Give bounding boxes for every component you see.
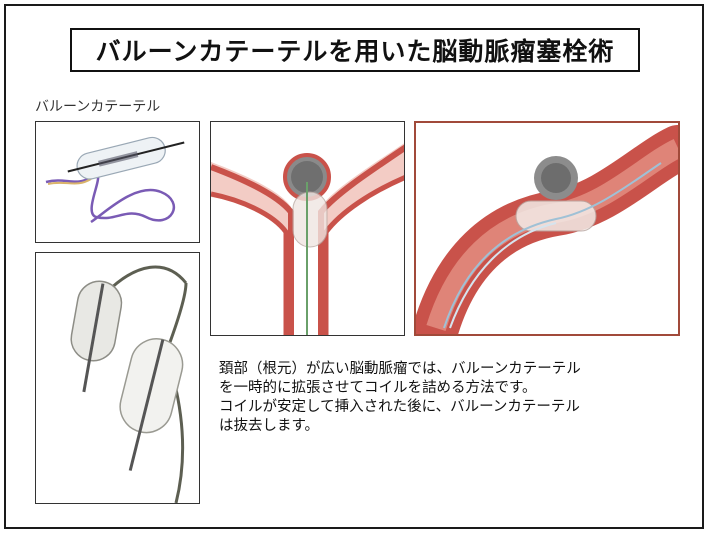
procedure-description: 頚部（根元）が広い脳動脈瘤では、バルーンカテーテル を一時的に拡張させてコイルを…	[219, 360, 679, 436]
balloon-catheters-photo	[35, 252, 200, 504]
aneurysm-bifurcation-illustration	[210, 121, 405, 336]
slide-title: バルーンカテーテルを用いた脳動脈瘤塞栓術	[70, 28, 640, 72]
description-line: コイルが安定して挿入された後に、バルーンカテーテル	[219, 399, 580, 415]
balloon-catheter-photo	[35, 121, 200, 243]
catheter-caption: バルーンカテーテル	[35, 99, 161, 115]
aneurysm-curved-vessel-illustration	[414, 121, 680, 336]
description-line: 頚部（根元）が広い脳動脈瘤では、バルーンカテーテル	[219, 361, 581, 377]
description-line: を一時的に拡張させてコイルを詰める方法です。	[219, 380, 537, 396]
description-line: は抜去します。	[219, 418, 320, 434]
